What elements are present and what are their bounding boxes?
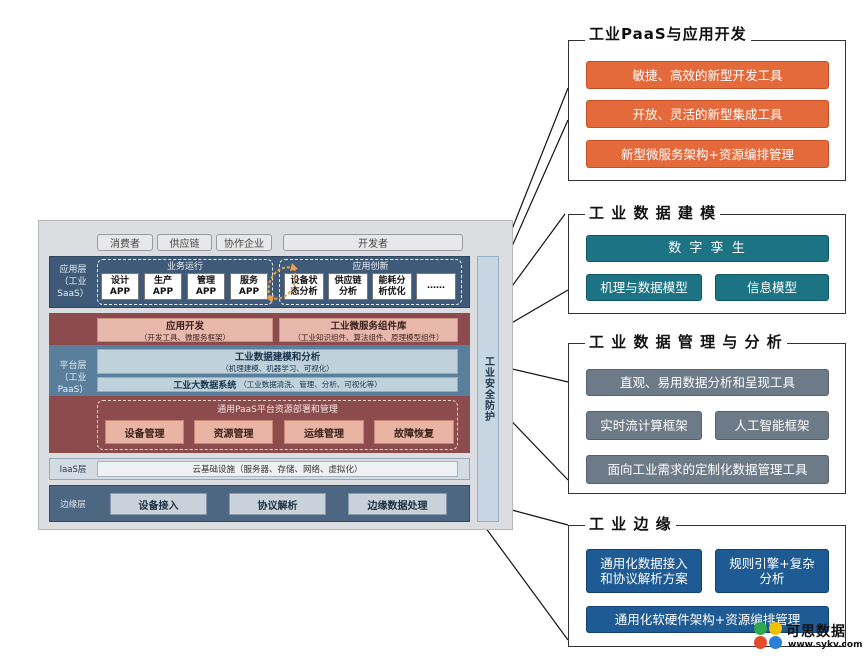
business-ops-title: 业务运行: [166, 262, 203, 272]
edge-item-data-access: 通用化数据接入 和协议解析方案: [586, 549, 702, 593]
panel-modeling-title: 工 业 数 据 建 模: [585, 203, 721, 223]
modeling-item-digital-twin: 数 字 孪 生: [586, 235, 829, 262]
bigdata-system-sub: （工业数据清洗、管理、分析、可视化等）: [239, 380, 382, 389]
app-innovation-group: [279, 259, 462, 305]
fault-recovery: 故障恢复: [374, 420, 454, 444]
app-supply-chain-analysis: 供应链 分析: [328, 273, 368, 300]
data-modeling-title: 工业数据建模和分析: [234, 352, 321, 363]
data-modeling-box: 工业数据建模和分析 （机理建模、机器学习、可视化）: [97, 349, 458, 374]
app-development-sub: （开发工具、微服务框架）: [140, 332, 230, 342]
app-management: 管理 APP: [187, 273, 225, 300]
modeling-item-mechanism-model: 机理与数据模型: [586, 274, 702, 301]
panel-paas-title: 工业PaaS与应用开发: [585, 24, 751, 44]
security-column: 工业安全防护: [477, 256, 499, 522]
microservice-library-sub: （工业知识组件、算法组件、原理模型组件）: [293, 332, 444, 342]
bigdata-system-title: 工业大数据系统: [173, 381, 237, 391]
app-innovation-title: 应用创新: [352, 262, 389, 272]
ops-management: 运维管理: [284, 420, 364, 444]
app-energy-optimization: 能耗分 析优化: [372, 273, 412, 300]
iaas-content: 云基础设施（服务器、存储、网络、虚拟化）: [97, 461, 458, 477]
panel-edge-title: 工 业 边 缘: [585, 514, 676, 534]
edge-label: 边缘层: [60, 499, 86, 510]
watermark-url: www.sykv.com: [788, 640, 863, 650]
app-production: 生产 APP: [144, 273, 182, 300]
device-access: 设备接入: [110, 493, 207, 515]
modeling-item-info-model: 信息模型: [715, 274, 829, 301]
device-management: 设备管理: [105, 420, 184, 444]
stakeholder-developer: 开发者: [283, 234, 463, 251]
analysis-item-custom-tools: 面向工业需求的定制化数据管理工具: [586, 455, 829, 484]
stakeholder-supply-chain: 供应链: [157, 234, 212, 251]
app-design: 设计 APP: [101, 273, 139, 300]
bigdata-system-box: 工业大数据系统 （工业数据清洗、管理、分析、可视化等）: [97, 377, 458, 392]
cycle-arrows-icon: [266, 263, 298, 303]
app-development-box: 应用开发 （开发工具、微服务框架）: [97, 318, 273, 342]
stakeholder-partner: 协作企业: [216, 234, 272, 251]
app-layer-label: 应用层 （工业SaaS）: [57, 265, 89, 299]
iaas-label: IaaS层: [59, 465, 87, 475]
data-modeling-sub: （机理建模、机器学习、可视化）: [221, 364, 334, 373]
edge-item-rule-engine: 规则引擎+复杂 分析: [715, 549, 829, 593]
app-more: ……: [416, 273, 456, 300]
paas-item-microservice: 新型微服务架构+资源编排管理: [586, 140, 829, 168]
watermark-name: 可思数据: [786, 624, 846, 640]
analysis-item-visual-tools: 直观、易用数据分析和呈现工具: [586, 369, 829, 396]
analysis-item-ai-framework: 人工智能框架: [715, 411, 829, 440]
edge-data-processing: 边缘数据处理: [348, 493, 447, 515]
panel-analysis-title: 工 业 数 据 管 理 与 分 析: [585, 332, 787, 352]
stakeholder-consumer: 消费者: [97, 234, 153, 251]
resource-management: 资源管理: [194, 420, 273, 444]
app-development-title: 应用开发: [165, 320, 204, 332]
edge-item-hw-architecture: 通用化软硬件架构+资源编排管理: [586, 606, 829, 633]
platform-layer-label: 平台层 （工业PaaS）: [57, 361, 89, 395]
microservice-library-title: 工业微服务组件库: [330, 320, 407, 332]
paas-item-dev-tools: 敏捷、高效的新型开发工具: [586, 61, 829, 89]
paas-item-integration-tools: 开放、灵活的新型集成工具: [586, 100, 829, 128]
sykv-logo-icon: [752, 620, 786, 650]
protocol-parsing: 协议解析: [229, 493, 326, 515]
paas-resource-title: 通用PaaS平台资源部署和管理: [217, 404, 338, 415]
app-equipment-analysis: 设备状 态分析: [284, 273, 324, 300]
analysis-item-stream-computing: 实时流计算框架: [586, 411, 702, 440]
business-ops-group: [97, 259, 273, 305]
paas-resource-group: [97, 400, 458, 450]
app-service: 服务 APP: [230, 273, 268, 300]
microservice-library-box: 工业微服务组件库 （工业知识组件、算法组件、原理模型组件）: [279, 318, 458, 342]
